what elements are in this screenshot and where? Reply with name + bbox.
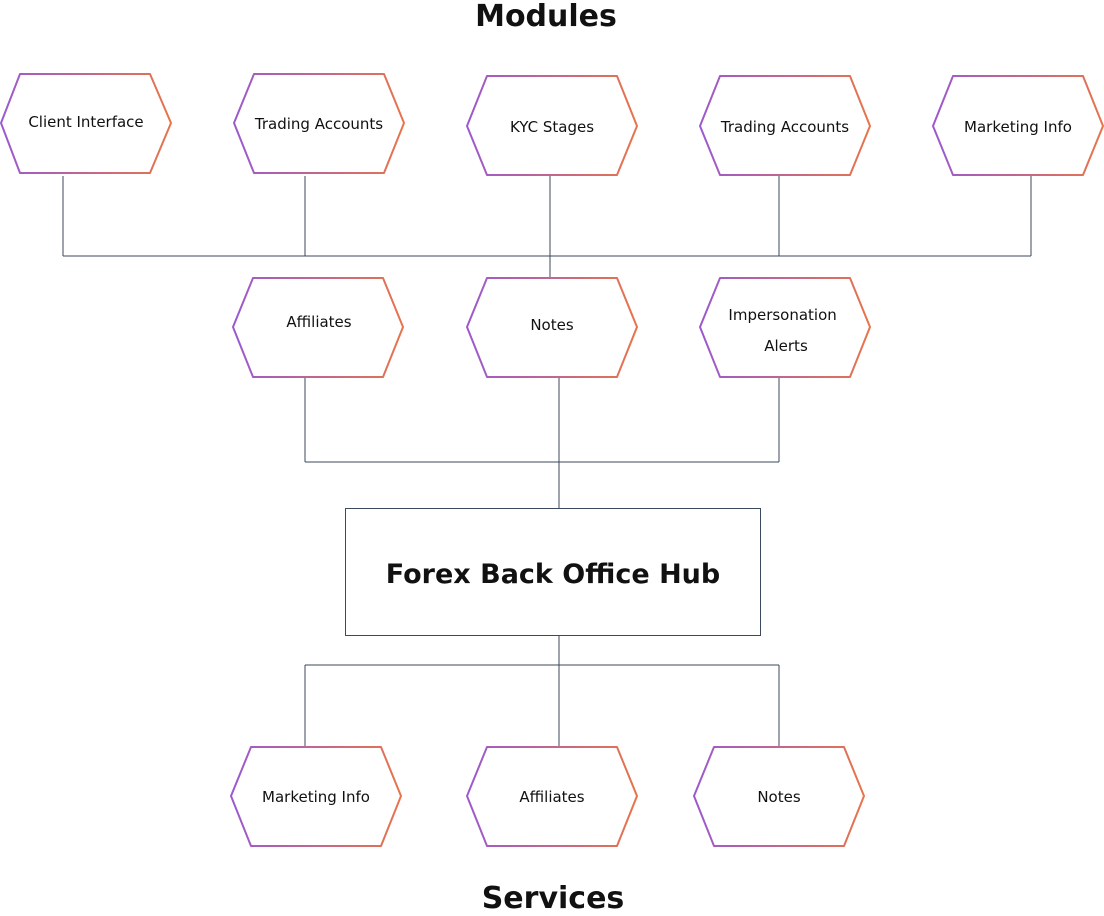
module-node: KYC Stages — [466, 75, 638, 176]
node-label-line: Alerts — [764, 337, 808, 355]
connectors — [62, 176, 1032, 747]
node-label: Affiliates — [286, 313, 351, 331]
node-label: KYC Stages — [510, 118, 594, 136]
hexagon-shape — [466, 75, 638, 176]
hub-box — [345, 508, 761, 636]
service-node: Marketing Info — [230, 746, 402, 847]
node-label-line: Impersonation — [728, 306, 836, 324]
hexagon-shape — [699, 277, 871, 378]
hexagon-shape — [693, 746, 865, 847]
module-node: Client Interface — [0, 73, 172, 174]
node-label: Notes — [530, 316, 574, 334]
hexagon-shape — [699, 75, 871, 176]
module-node: Marketing Info — [932, 75, 1104, 176]
node-label: Marketing Info — [262, 788, 370, 806]
hub-node: Forex Back Office Hub — [345, 508, 761, 636]
services-heading: Services — [482, 881, 625, 916]
module-node: Impersonation Alerts — [699, 277, 871, 378]
node-label: Impersonation Alerts — [728, 306, 841, 355]
hexagon-shape — [466, 277, 638, 378]
node-label: Notes — [757, 788, 801, 806]
module-node: Notes — [466, 277, 638, 378]
node-label: Trading Accounts — [254, 115, 383, 133]
hub-label: Forex Back Office Hub — [386, 559, 720, 590]
node-label: Client Interface — [28, 113, 143, 131]
module-node: Affiliates — [232, 277, 404, 378]
node-label: Marketing Info — [964, 118, 1072, 136]
node-label: Affiliates — [519, 788, 584, 806]
hexagon-shape — [233, 73, 405, 174]
hexagon-shape — [0, 73, 172, 174]
hexagon-shape — [232, 277, 404, 378]
modules-heading: Modules — [475, 0, 617, 34]
service-node: Affiliates — [466, 746, 638, 847]
hexagon-shape — [466, 746, 638, 847]
hexagon-shape — [932, 75, 1104, 176]
module-node: Trading Accounts — [699, 75, 871, 176]
hexagon-shape — [230, 746, 402, 847]
node-label: Trading Accounts — [720, 118, 849, 136]
service-node: Notes — [693, 746, 865, 847]
module-node: Trading Accounts — [233, 73, 405, 174]
